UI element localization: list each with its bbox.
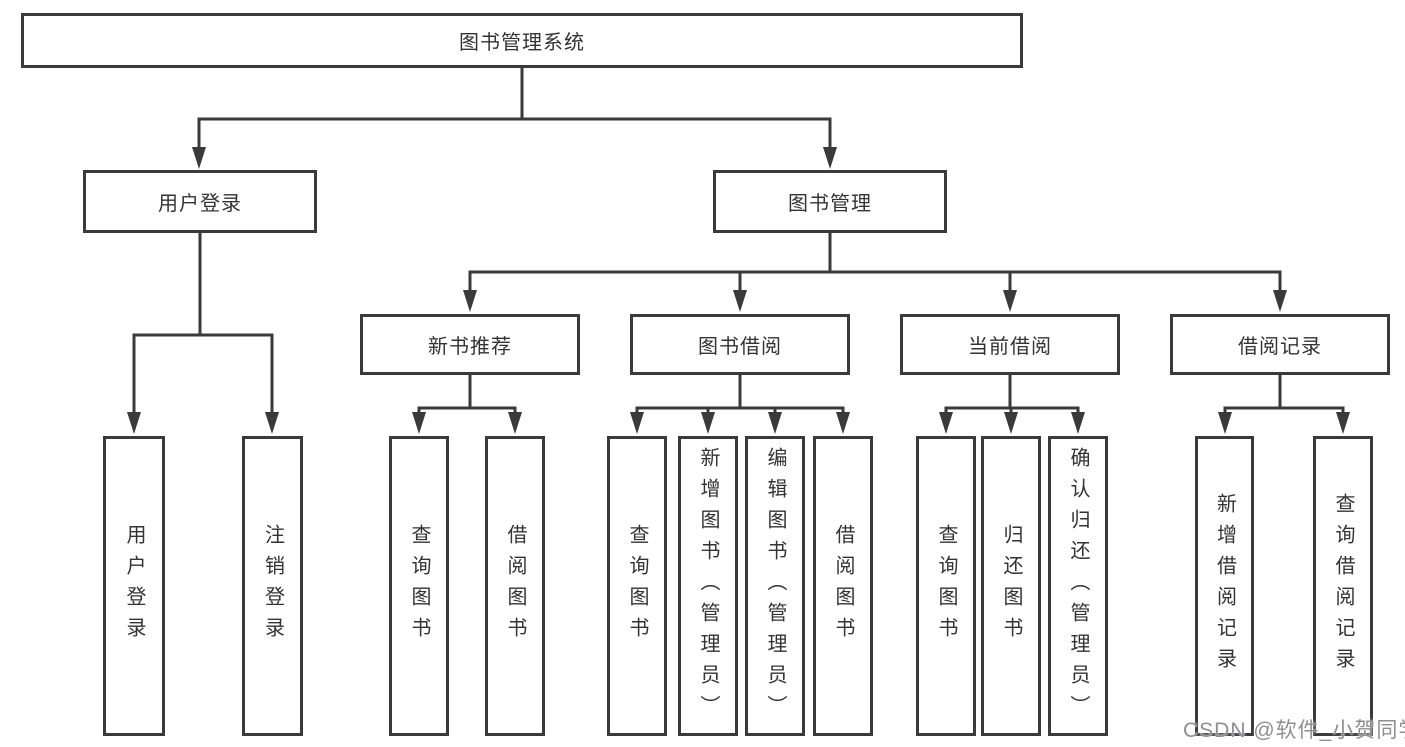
node-new-book-recommendation: 新书推荐 xyxy=(360,314,580,375)
leaf-current-confirm-return-admin: 确认归还（管理员） xyxy=(1048,436,1108,736)
leaf-user-login: 用户登录 xyxy=(103,436,165,736)
node-current-borrowing: 当前借阅 xyxy=(900,314,1120,375)
leaf-borrowing-borrow-books-label: 借阅图书 xyxy=(832,524,854,648)
leaf-borrowing-add-books-admin: 新增图书（管理员） xyxy=(678,436,738,736)
leaf-current-return-books: 归还图书 xyxy=(981,436,1041,736)
leaf-records-query-record: 查询借阅记录 xyxy=(1313,436,1373,736)
leaf-recommend-query-books: 查询图书 xyxy=(389,436,449,736)
node-book-management: 图书管理 xyxy=(713,170,947,233)
leaf-borrowing-edit-books-admin-label: 编辑图书（管理员） xyxy=(764,446,786,726)
leaf-current-return-books-label: 归还图书 xyxy=(1000,524,1022,648)
leaf-current-confirm-return-admin-label: 确认归还（管理员） xyxy=(1067,446,1089,726)
leaf-records-add-record: 新增借阅记录 xyxy=(1195,436,1254,736)
leaf-borrowing-edit-books-admin: 编辑图书（管理员） xyxy=(745,436,805,736)
leaf-logout-login: 注销登录 xyxy=(242,436,303,736)
node-borrowing-records: 借阅记录 xyxy=(1170,314,1390,375)
leaf-current-query-books: 查询图书 xyxy=(916,436,976,736)
csdn-watermark: CSDN @软件_小贺同学 xyxy=(1183,719,1405,742)
leaf-borrowing-borrow-books: 借阅图书 xyxy=(813,436,873,736)
leaf-recommend-query-books-label: 查询图书 xyxy=(408,524,430,648)
node-user-login: 用户登录 xyxy=(83,170,317,233)
leaf-records-query-record-label: 查询借阅记录 xyxy=(1332,493,1354,679)
leaf-borrowing-add-books-admin-label: 新增图书（管理员） xyxy=(697,446,719,726)
leaf-recommend-borrow-books: 借阅图书 xyxy=(485,436,545,736)
leaf-recommend-borrow-books-label: 借阅图书 xyxy=(504,524,526,648)
leaf-borrowing-query-books: 查询图书 xyxy=(607,436,667,736)
leaf-logout-login-label: 注销登录 xyxy=(261,524,284,648)
node-book-borrowing: 图书借阅 xyxy=(630,314,850,375)
arrowheads xyxy=(127,147,1350,434)
leaf-current-query-books-label: 查询图书 xyxy=(935,524,957,648)
node-library-management-system: 图书管理系统 xyxy=(21,13,1023,68)
leaf-records-add-record-label: 新增借阅记录 xyxy=(1213,493,1236,679)
leaf-borrowing-query-books-label: 查询图书 xyxy=(626,524,648,648)
leaf-user-login-label: 用户登录 xyxy=(123,524,145,648)
